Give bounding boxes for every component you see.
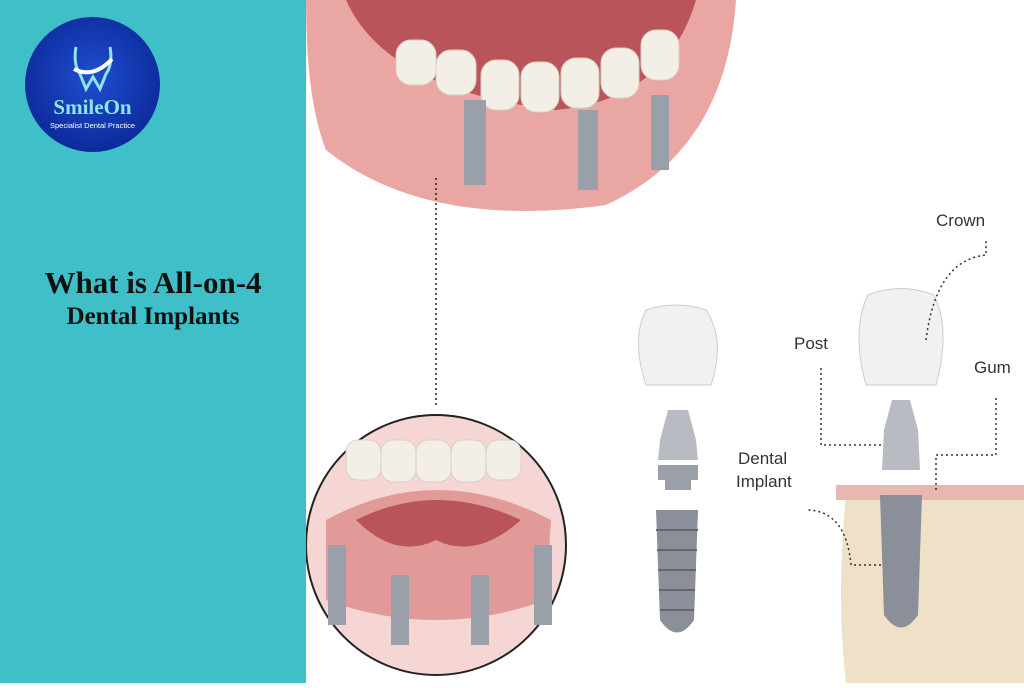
logo: SmileOn Specialist Dental Practice <box>25 17 160 152</box>
implant-label: Implant <box>736 472 792 491</box>
left-panel: SmileOn Specialist Dental Practice What … <box>0 0 306 683</box>
implant-illustration: Crown Post Gum Dental Implant <box>305 0 1024 683</box>
tooth-smile-icon <box>73 46 114 93</box>
logo-brand: SmileOn <box>53 95 132 119</box>
gum-label: Gum <box>974 358 1011 377</box>
title-line-2: Dental Implants <box>66 303 240 330</box>
title-line-1: What is All-on-4 <box>44 265 262 300</box>
logo-tagline: Specialist Dental Practice <box>49 121 136 130</box>
illustration-svg <box>305 0 1024 683</box>
crown-label: Crown <box>936 211 986 230</box>
page-title: What is All-on-4 Dental Implants <box>0 265 306 333</box>
post-label: Post <box>794 334 829 353</box>
dental-label: Dental <box>738 449 788 468</box>
